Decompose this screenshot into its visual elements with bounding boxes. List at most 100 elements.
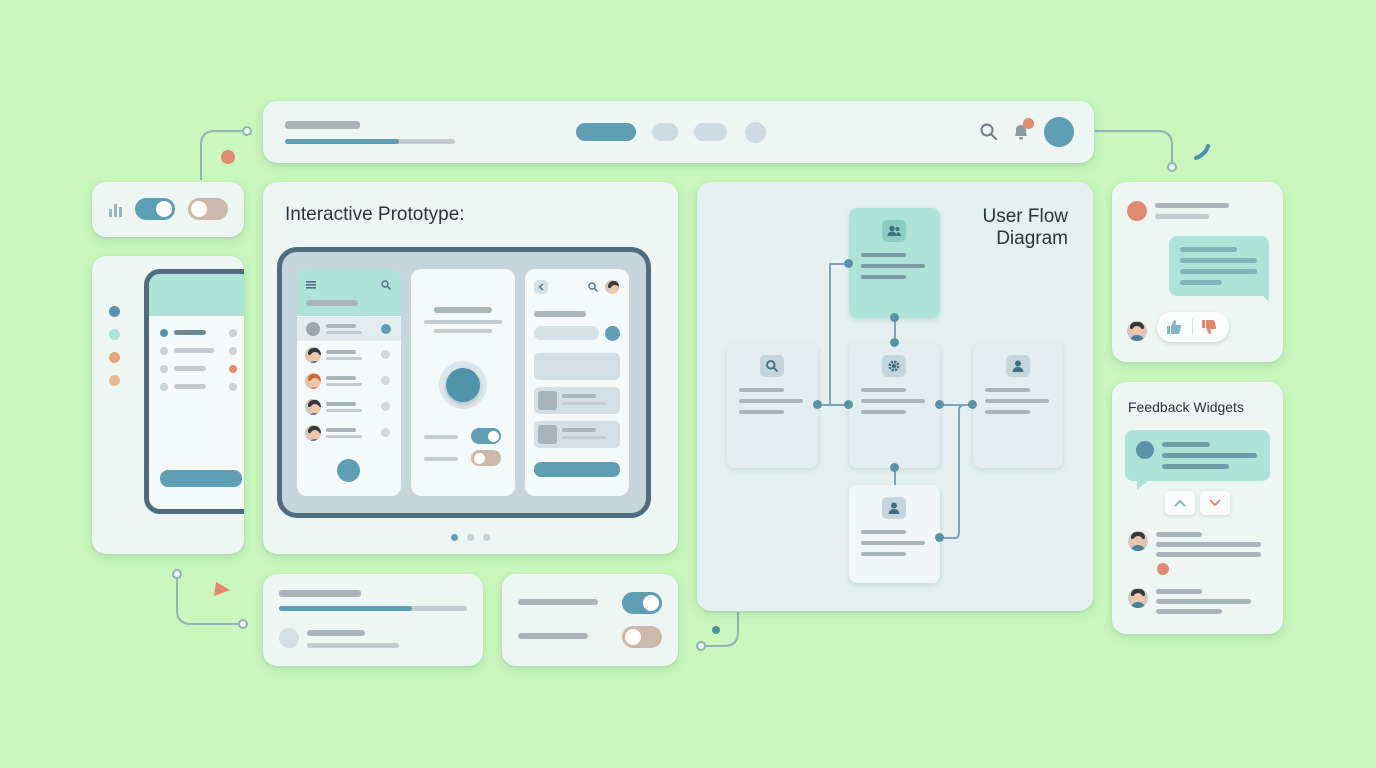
chat-bubble-tail <box>1257 290 1269 302</box>
node-bar <box>861 275 906 279</box>
node-bar <box>861 399 925 403</box>
feedback-card: Feedback Widgets <box>1112 382 1283 634</box>
list-bar <box>174 384 206 389</box>
bell-icon[interactable] <box>1011 122 1031 142</box>
search-icon[interactable] <box>980 123 998 141</box>
list-dot <box>229 329 237 337</box>
list-bar <box>326 409 362 412</box>
header-progress-fill <box>285 139 399 144</box>
avatar <box>1127 321 1147 341</box>
flow-node-profile[interactable] <box>973 343 1063 468</box>
nav-pill[interactable] <box>652 123 678 141</box>
toggle-switch-off[interactable] <box>471 450 501 466</box>
chat-bubble <box>1169 236 1269 296</box>
primary-button[interactable] <box>534 462 620 477</box>
notification-badge <box>1023 118 1034 129</box>
node-bar <box>985 388 1030 392</box>
list-bar <box>562 394 596 398</box>
screen-title-bar <box>434 307 492 313</box>
list-bar <box>326 324 356 328</box>
avatar <box>305 373 321 389</box>
flow-node-search[interactable] <box>727 343 818 468</box>
chat-bar <box>1180 247 1237 252</box>
node-bar <box>985 399 1049 403</box>
screen-header <box>297 269 401 316</box>
list-dot <box>160 329 168 337</box>
list-dot <box>160 365 168 373</box>
thumbs-up-icon[interactable] <box>1166 319 1182 335</box>
item-bar <box>307 643 399 648</box>
avatar <box>1128 531 1148 551</box>
avatar <box>1128 588 1148 608</box>
user-flow-title-line2: Diagram <box>996 228 1068 249</box>
comment-bar <box>1156 599 1251 604</box>
list-bar <box>326 435 362 438</box>
content-block <box>534 353 620 380</box>
toggle-switch-on[interactable] <box>471 428 501 444</box>
chat-avatar <box>1127 201 1147 221</box>
setting-bar <box>424 435 458 439</box>
toggle-card <box>92 182 244 237</box>
node-bar <box>739 399 803 403</box>
search-icon[interactable] <box>381 280 391 290</box>
list-dot <box>160 347 168 355</box>
chevron-up-icon <box>1174 499 1186 507</box>
menu-icon[interactable] <box>306 281 316 289</box>
flow-connector-dot <box>890 313 899 322</box>
chat-bar <box>1180 258 1257 263</box>
toggle-switch-on[interactable] <box>135 198 175 220</box>
feedback-bubble-tail <box>1137 480 1149 490</box>
vote-up-button[interactable] <box>1165 491 1195 515</box>
comment-bar <box>1156 552 1261 557</box>
flow-connector-dot <box>890 338 899 347</box>
toggle-switch-off[interactable] <box>188 198 228 220</box>
toggle-switch-on[interactable] <box>622 592 662 614</box>
thumb <box>538 425 557 444</box>
list-dot <box>381 428 390 437</box>
list-dot <box>229 365 237 373</box>
flow-node-team[interactable] <box>849 208 940 318</box>
vote-down-button[interactable] <box>1200 491 1230 515</box>
back-button[interactable] <box>534 280 548 294</box>
phone-primary-button[interactable] <box>160 470 242 487</box>
chat-bar <box>1155 203 1229 208</box>
avatar[interactable] <box>1044 117 1074 147</box>
node-bar <box>861 264 925 268</box>
screen-title-bar <box>306 300 358 306</box>
gear-icon <box>888 360 900 372</box>
status-dot-teal <box>109 306 120 317</box>
flow-connector-dot <box>813 400 822 409</box>
carousel-dot[interactable] <box>483 534 490 541</box>
mobile-preview-card <box>92 256 244 554</box>
status-dot-mint <box>109 329 120 340</box>
flow-connector-dot <box>935 533 944 542</box>
phone-header <box>149 274 244 316</box>
nav-pill[interactable] <box>694 123 727 141</box>
avatar[interactable] <box>605 280 619 294</box>
search-field[interactable] <box>534 326 599 340</box>
reaction-divider <box>1192 319 1193 335</box>
chat-bar <box>1155 214 1209 219</box>
flow-node-settings[interactable] <box>849 343 940 468</box>
nav-dot[interactable] <box>745 122 766 143</box>
nav-pill-active[interactable] <box>576 123 636 141</box>
search-icon[interactable] <box>588 282 598 292</box>
list-bar <box>326 357 362 360</box>
screen-list <box>297 269 401 496</box>
flow-node-account[interactable] <box>849 485 940 583</box>
status-dot <box>1157 563 1169 575</box>
carousel-dot-active[interactable] <box>451 534 458 541</box>
node-bar <box>861 253 906 257</box>
list-dot <box>229 383 237 391</box>
toggle-switch-off[interactable] <box>622 626 662 648</box>
thumbs-down-icon[interactable] <box>1201 319 1217 335</box>
comment-bar <box>1156 532 1202 537</box>
node-bar <box>861 552 906 556</box>
carousel-dot[interactable] <box>467 534 474 541</box>
setting-bar <box>518 599 598 605</box>
list-bar <box>326 350 356 354</box>
fab-button[interactable] <box>337 459 360 482</box>
comment-bar <box>1156 609 1222 614</box>
chevron-left-icon <box>538 283 544 291</box>
